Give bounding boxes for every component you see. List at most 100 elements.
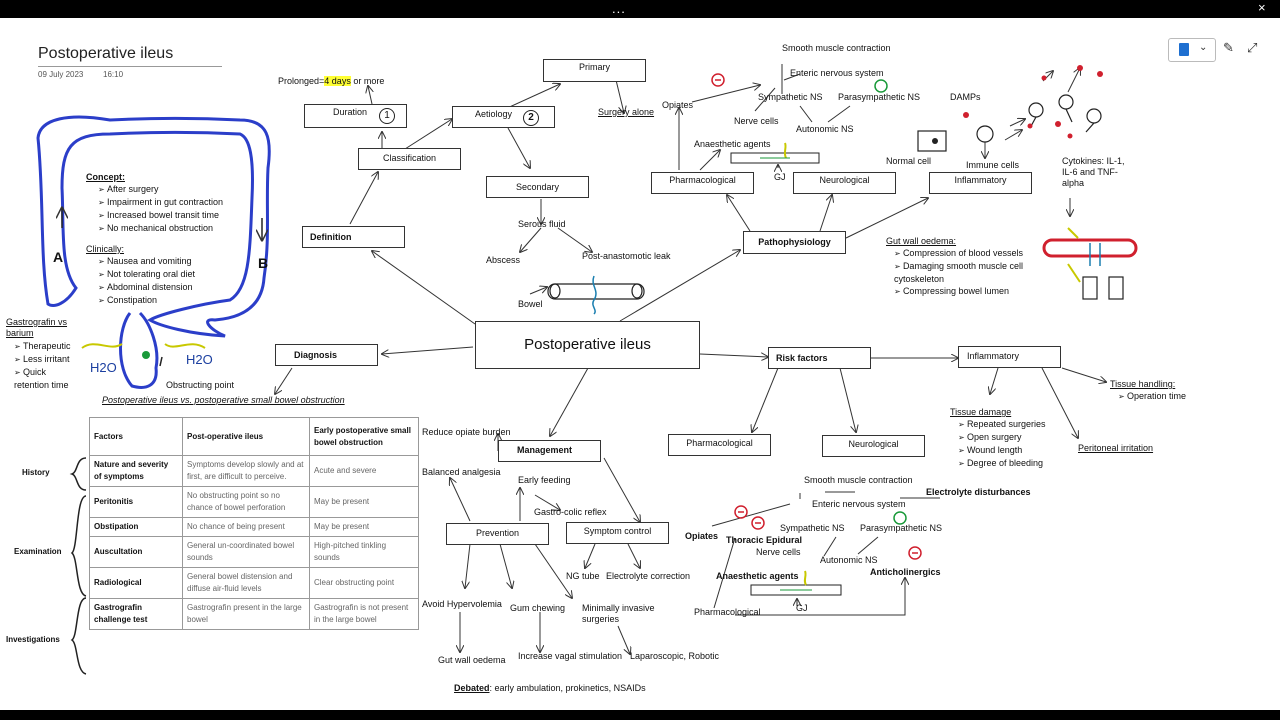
table-cell: Symptoms develop slowly and at first, ar… [182,455,310,487]
table-cell: Auscultation [89,536,183,568]
bowel-label: Bowel [518,299,543,309]
notebook-icon [1179,43,1189,56]
debated-note: Debated: early ambulation, prokinetics, … [454,683,646,693]
table-cell: May be present [309,517,419,537]
list-item: Compressing bowel lumen [894,285,1034,298]
definition-node[interactable]: Definition [302,226,405,248]
mgmt-sympathetic-ns: Sympathetic NS [780,523,845,533]
primary-node[interactable]: Primary [543,59,646,82]
mgmt-gj: GJ [796,603,808,613]
aetiology-node[interactable]: Aetiology 2 [452,106,555,128]
aetiology-label: Aetiology [475,109,513,119]
table-header-row: Factors Post-operative ileus Early posto… [89,417,419,456]
peritoneal-irritation: Peritoneal irritation [1078,443,1154,453]
table-cell: General un-coordinated bowel sounds [182,536,310,568]
list-item: Therapeutic [14,340,74,353]
surgery-alone: Surgery alone [598,107,655,117]
list-item: Not tolerating oral diet [98,268,195,281]
obstructing-point: Obstructing point [166,380,235,390]
secondary-node[interactable]: Secondary [486,176,589,198]
table-cell: High-pitched tinkling sounds [309,536,419,568]
risk-neurological-node[interactable]: Neurological [822,435,925,457]
gastrografin-list: Therapeutic Less irritant Quick retentio… [14,340,74,391]
table-header: Post-operative ileus [182,417,310,456]
management-node[interactable]: Management [498,440,601,462]
enteric-ns: Enteric nervous system [790,68,884,78]
table-cell: Nature and severity of symptoms [89,455,183,487]
group-investigations: Investigations [6,635,60,644]
central-node[interactable]: Postoperative ileus [475,321,700,369]
autonomic-ns: Autonomic NS [796,124,854,134]
risk-factors-node[interactable]: Risk factors [768,347,871,369]
table-cell: Obstipation [89,517,183,537]
classification-node[interactable]: Classification [358,148,461,170]
smooth-muscle: Smooth muscle contraction [782,43,891,53]
comparison-table: Factors Post-operative ileus Early posto… [89,417,419,630]
list-item: Repeated surgeries [958,418,1046,431]
duration-label: Duration [333,107,368,117]
prevention-node[interactable]: Prevention [446,523,549,545]
list-item: Less irritant [14,353,74,366]
table-cell: Gastrografin challenge test [89,598,183,630]
table-row: Auscultation General un-coordinated bowe… [89,536,419,568]
abscess: Abscess [486,255,521,265]
table-row: Radiological General bowel distension an… [89,567,419,599]
page-date: 09 July 2023 [38,70,84,79]
list-item: Wound length [958,444,1046,457]
normal-cell: Normal cell [886,156,932,166]
group-examination: Examination [14,547,62,556]
bowel-tube-drawing [547,283,645,300]
neurological-node[interactable]: Neurological [793,172,896,194]
gum-chewing: Gum chewing [510,603,566,613]
table-header: Factors [89,417,183,456]
mgmt-anaesthetic-agents: Anaesthetic agents [716,571,799,581]
pharmacological-node[interactable]: Pharmacological [651,172,754,194]
nerve-cells: Nerve cells [734,116,779,126]
increase-vagal: Increase vagal stimulation [518,651,623,661]
concept-heading: Concept: [86,172,125,182]
colon-drawing [36,115,271,389]
notebook-selector[interactable]: ⌄ [1168,38,1216,62]
page-title[interactable]: Postoperative ileus [38,45,174,62]
pen-icon[interactable]: ✎ [1223,40,1234,55]
bottom-bar [0,710,1280,720]
gut-wall-oedema: Gut wall oedema [438,655,506,665]
list-item: Degree of bleeding [958,457,1046,470]
gut-wall-oedema-heading: Gut wall oedema: [886,236,957,246]
anaesthetic-agents: Anaesthetic agents [694,139,771,149]
gastro-colic: Gastro-colic reflex [534,507,607,517]
immune-cells: Immune cells [966,160,1020,170]
list-item: Operation time [1118,390,1186,403]
h2o-left: H2O [90,360,117,375]
early-feeding: Early feeding [518,475,571,485]
pathophysiology-node[interactable]: Pathophysiology [743,231,846,254]
table-cell: Clear obstructing point [309,567,419,599]
table-row: Peritonitis No obstructing point so no c… [89,486,419,518]
page-time: 16:10 [103,70,124,79]
inflammatory-node[interactable]: Inflammatory [929,172,1032,194]
cytokines: Cytokines: IL-1, IL-6 and TNF-alpha [1062,156,1125,188]
list-item: After surgery [98,183,223,196]
tissue-handling-heading: Tissue handling: [1110,379,1176,389]
more-options-icon[interactable]: ... [612,1,626,16]
label-b: B [258,255,269,271]
balanced-analgesia: Balanced analgesia [422,467,501,477]
risk-pharmacological-node[interactable]: Pharmacological [668,434,771,456]
list-item: Impairment in gut contraction [98,196,223,209]
serous-fluid: Serous fluid [518,219,566,229]
table-cell: Gastrografin present in the large bowel [182,598,310,630]
expand-icon[interactable]: ⤢ [1247,40,1258,55]
avoid-hypervolemia: Avoid Hypervolemia [422,599,502,609]
tissue-damage-list: Repeated surgeries Open surgery Wound le… [958,418,1046,470]
close-icon[interactable]: × [1258,0,1266,15]
duration-node[interactable]: Duration 1 [304,104,407,128]
diagnosis-node[interactable]: Diagnosis [275,344,378,366]
table-row: Nature and severity of symptoms Symptoms… [89,455,419,487]
symptom-control-node[interactable]: Symptom control [566,522,669,544]
mgmt-pharmacological: Pharmacological [694,607,761,617]
thoracic-epidural: Thoracic Epidural [726,535,803,545]
risk-inflammatory-node[interactable]: Inflammatory [958,346,1061,368]
label-a: A [53,249,64,265]
mindmap-connectors [36,64,1138,675]
tissue-handling-list: Operation time [1118,390,1186,403]
